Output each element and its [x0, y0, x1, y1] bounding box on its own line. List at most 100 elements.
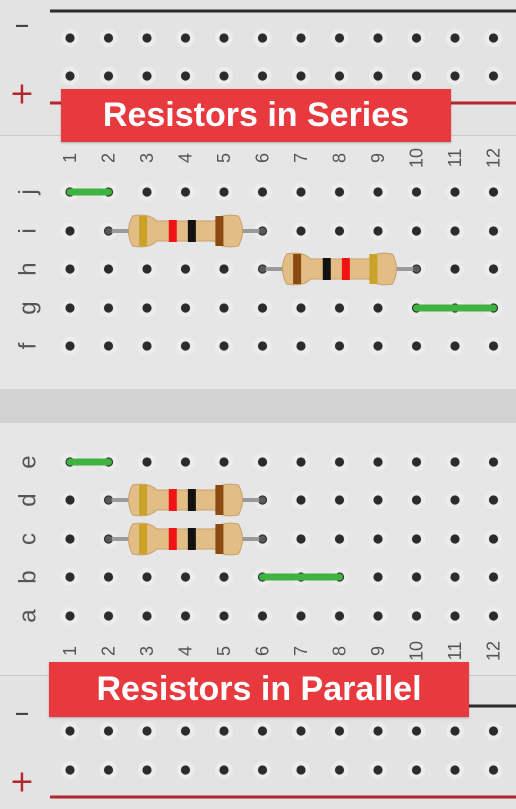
hole-f3[interactable] — [138, 337, 156, 355]
hole-b5[interactable] — [215, 568, 233, 586]
hole-a1[interactable] — [61, 607, 79, 625]
rail-hole-bottom-1-12[interactable] — [484, 722, 503, 740]
hole-a3[interactable] — [138, 607, 156, 625]
rail-hole-top-1-2[interactable] — [99, 29, 118, 47]
hole-e12[interactable] — [484, 453, 503, 471]
hole-i9[interactable] — [369, 222, 387, 240]
hole-a2[interactable] — [99, 607, 118, 625]
rail-hole-top-2-6[interactable] — [253, 67, 272, 85]
hole-b10[interactable] — [407, 568, 426, 586]
hole-h1[interactable] — [61, 260, 79, 278]
rail-hole-top-1-10[interactable] — [407, 29, 426, 47]
hole-i12[interactable] — [484, 222, 503, 240]
resistor-parallel-2[interactable] — [105, 522, 266, 556]
rail-hole-top-2-11[interactable] — [446, 67, 464, 85]
rail-hole-top-1-12[interactable] — [484, 29, 503, 47]
rail-hole-bottom-2-8[interactable] — [330, 761, 349, 779]
rail-hole-bottom-1-9[interactable] — [369, 722, 387, 740]
rail-hole-top-2-8[interactable] — [330, 67, 349, 85]
hole-j9[interactable] — [369, 183, 387, 201]
hole-i7[interactable] — [292, 222, 310, 240]
hole-c12[interactable] — [484, 530, 503, 548]
hole-c11[interactable] — [446, 530, 464, 548]
hole-a7[interactable] — [292, 607, 310, 625]
rail-hole-top-2-12[interactable] — [484, 67, 503, 85]
hole-g9[interactable] — [369, 299, 387, 317]
hole-d7[interactable] — [292, 491, 310, 509]
hole-j11[interactable] — [446, 183, 464, 201]
resistor-parallel-1[interactable] — [105, 483, 266, 517]
hole-j6[interactable] — [253, 183, 272, 201]
rail-hole-top-2-7[interactable] — [292, 67, 310, 85]
hole-g2[interactable] — [99, 299, 118, 317]
rail-hole-bottom-1-5[interactable] — [215, 722, 233, 740]
hole-d11[interactable] — [446, 491, 464, 509]
hole-j4[interactable] — [176, 183, 195, 201]
hole-a12[interactable] — [484, 607, 503, 625]
hole-b3[interactable] — [138, 568, 156, 586]
hole-g5[interactable] — [215, 299, 233, 317]
hole-f7[interactable] — [292, 337, 310, 355]
rail-hole-top-2-5[interactable] — [215, 67, 233, 85]
hole-e3[interactable] — [138, 453, 156, 471]
hole-j8[interactable] — [330, 183, 349, 201]
rail-hole-top-1-5[interactable] — [215, 29, 233, 47]
rail-hole-top-1-3[interactable] — [138, 29, 156, 47]
hole-f5[interactable] — [215, 337, 233, 355]
rail-hole-bottom-2-5[interactable] — [215, 761, 233, 779]
hole-h3[interactable] — [138, 260, 156, 278]
rail-hole-top-2-4[interactable] — [176, 67, 195, 85]
hole-c8[interactable] — [330, 530, 349, 548]
hole-d12[interactable] — [484, 491, 503, 509]
hole-f6[interactable] — [253, 337, 272, 355]
hole-f8[interactable] — [330, 337, 349, 355]
hole-g7[interactable] — [292, 299, 310, 317]
hole-d8[interactable] — [330, 491, 349, 509]
hole-f4[interactable] — [176, 337, 195, 355]
rail-hole-bottom-1-8[interactable] — [330, 722, 349, 740]
hole-a10[interactable] — [407, 607, 426, 625]
hole-c1[interactable] — [61, 530, 79, 548]
rail-hole-top-2-2[interactable] — [99, 67, 118, 85]
hole-b12[interactable] — [484, 568, 503, 586]
hole-b11[interactable] — [446, 568, 464, 586]
hole-j12[interactable] — [484, 183, 503, 201]
hole-g6[interactable] — [253, 299, 272, 317]
hole-j7[interactable] — [292, 183, 310, 201]
hole-f12[interactable] — [484, 337, 503, 355]
rail-hole-top-1-7[interactable] — [292, 29, 310, 47]
hole-b1[interactable] — [61, 568, 79, 586]
hole-g4[interactable] — [176, 299, 195, 317]
hole-c7[interactable] — [292, 530, 310, 548]
hole-f10[interactable] — [407, 337, 426, 355]
hole-g1[interactable] — [61, 299, 79, 317]
rail-hole-bottom-1-3[interactable] — [138, 722, 156, 740]
rail-hole-bottom-1-11[interactable] — [446, 722, 464, 740]
hole-b2[interactable] — [99, 568, 118, 586]
rail-hole-bottom-2-6[interactable] — [253, 761, 272, 779]
rail-hole-bottom-2-3[interactable] — [138, 761, 156, 779]
rail-hole-top-1-4[interactable] — [176, 29, 195, 47]
rail-hole-bottom-2-11[interactable] — [446, 761, 464, 779]
hole-j5[interactable] — [215, 183, 233, 201]
hole-e11[interactable] — [446, 453, 464, 471]
hole-f2[interactable] — [99, 337, 118, 355]
hole-e6[interactable] — [253, 453, 272, 471]
hole-e9[interactable] — [369, 453, 387, 471]
hole-d10[interactable] — [407, 491, 426, 509]
hole-e10[interactable] — [407, 453, 426, 471]
rail-hole-top-1-8[interactable] — [330, 29, 349, 47]
rail-hole-top-1-9[interactable] — [369, 29, 387, 47]
rail-hole-bottom-1-7[interactable] — [292, 722, 310, 740]
hole-b4[interactable] — [176, 568, 195, 586]
rail-hole-top-2-3[interactable] — [138, 67, 156, 85]
rail-hole-bottom-1-6[interactable] — [253, 722, 272, 740]
rail-hole-bottom-2-7[interactable] — [292, 761, 310, 779]
resistor-series-1[interactable] — [105, 214, 266, 248]
rail-hole-bottom-2-12[interactable] — [484, 761, 503, 779]
hole-a9[interactable] — [369, 607, 387, 625]
hole-g8[interactable] — [330, 299, 349, 317]
rail-hole-top-1-1[interactable] — [61, 29, 79, 47]
rail-hole-bottom-2-4[interactable] — [176, 761, 195, 779]
hole-a11[interactable] — [446, 607, 464, 625]
